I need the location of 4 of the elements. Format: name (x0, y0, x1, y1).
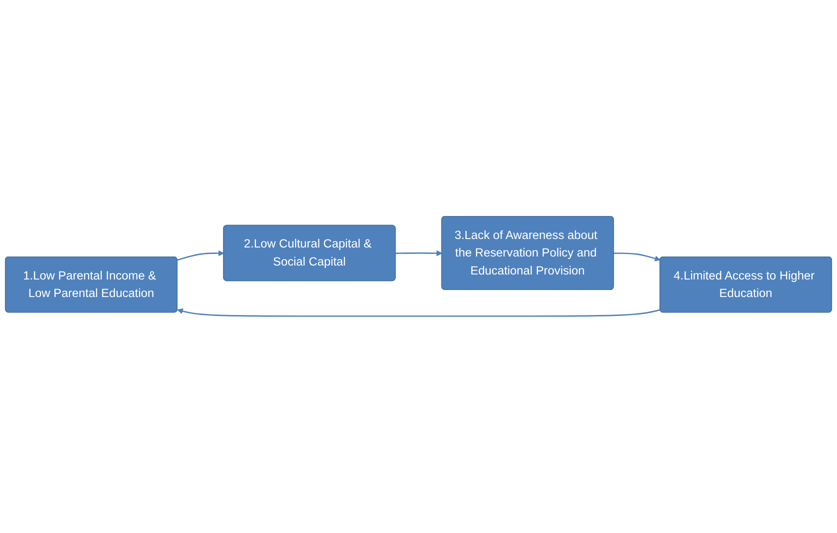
arrow (614, 252, 660, 262)
arrow (396, 250, 442, 256)
arrow (177, 250, 224, 261)
arrow (177, 308, 660, 318)
